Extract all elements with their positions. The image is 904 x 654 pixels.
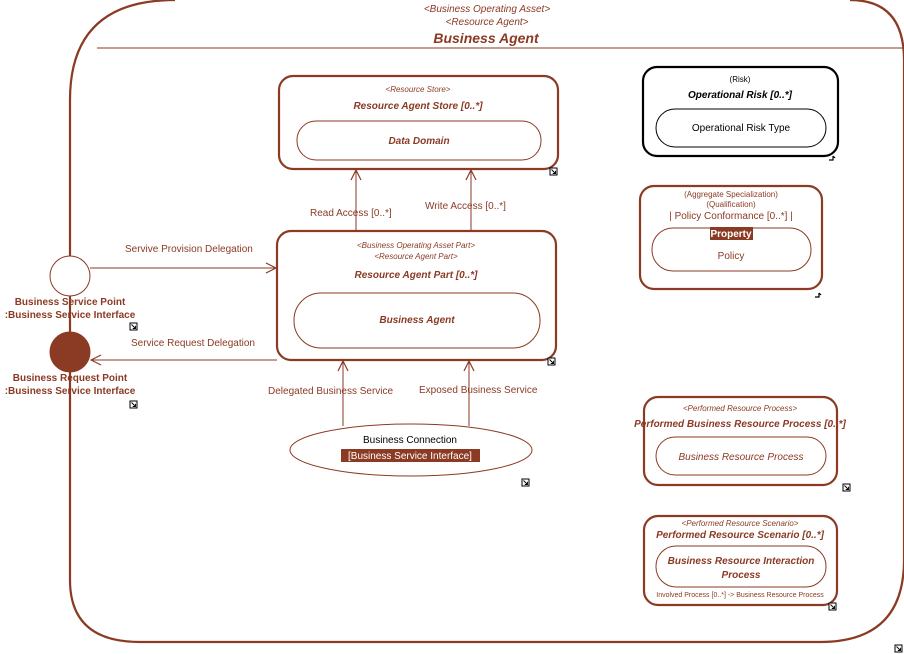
part-stereotype-1: <Business Operating Asset Part> [357, 241, 475, 250]
policy-stereotype-2: (Qualification) [706, 200, 756, 209]
connection-label: Business Connection [363, 435, 457, 446]
request-point-expand-icon[interactable] [129, 400, 138, 409]
policy-label: Policy [718, 251, 745, 262]
service-point-expand-icon[interactable] [129, 322, 138, 331]
policy-title: | Policy Conformance [0..*] | [669, 211, 793, 222]
business-agent-label: Business Agent [379, 315, 455, 326]
interaction-process-property[interactable] [655, 545, 827, 588]
store-expand-icon[interactable] [549, 167, 558, 176]
risk-title: Operational Risk [0..*] [688, 90, 793, 101]
property-badge-label: Property [710, 229, 752, 240]
operational-risk-type-property[interactable] [655, 108, 827, 148]
connection-type-label: [Business Service Interface] [348, 451, 472, 462]
policy-link-icon[interactable] [815, 292, 822, 298]
risk-link-icon[interactable] [829, 155, 836, 161]
container-stereotype-1: <Business Operating Asset> [424, 4, 551, 15]
process-stereotype: <Performed Resource Process> [683, 404, 798, 413]
service-request-label: Service Request Delegation [131, 338, 255, 349]
part-title: Resource Agent Part [0..*] [355, 270, 479, 281]
operational-risk-node[interactable]: (Risk) Operational Risk [0..*] Operation… [641, 65, 840, 161]
business-resource-process-label: Business Resource Process [678, 452, 803, 463]
delegated-service-label: Delegated Business Service [268, 386, 394, 397]
request-point-port[interactable] [49, 331, 91, 373]
service-point-port[interactable] [49, 255, 91, 297]
store-stereotype: <Resource Store> [386, 85, 451, 94]
property-badge [710, 227, 753, 240]
store-title: Resource Agent Store [0..*] [353, 101, 483, 112]
interaction-process-label-2: Process [722, 570, 761, 581]
resource-agent-part-node[interactable]: <Business Operating Asset Part> <Resourc… [275, 229, 558, 366]
connection-expand-icon[interactable] [521, 478, 530, 487]
data-domain-label: Data Domain [388, 136, 449, 147]
scenario-note: Involved Process [0..*] -> Business Reso… [656, 592, 824, 599]
business-service-point[interactable]: Business Service Point :Business Service… [5, 255, 138, 331]
request-point-label-2: :Business Service Interface [5, 386, 136, 397]
part-expand-icon[interactable] [547, 357, 556, 366]
edges: Read Access [0..*] Write Access [0..*] S… [90, 170, 538, 426]
data-domain-property[interactable] [296, 120, 542, 161]
policy-stereotype-1: (Aggregate Specialization) [684, 190, 778, 199]
scenario-expand-icon[interactable] [828, 602, 837, 611]
service-point-label-2: :Business Service Interface [5, 310, 136, 321]
resource-agent-store-node[interactable]: <Resource Store> Resource Agent Store [0… [277, 74, 560, 176]
service-point-label-1: Business Service Point [15, 297, 126, 308]
business-agent-property[interactable] [293, 292, 541, 349]
service-provision-label: Servive Provision Delegation [125, 244, 253, 255]
risk-stereotype: (Risk) [730, 75, 751, 84]
scenario-stereotype: <Performed Resource Scenario> [682, 519, 799, 528]
interaction-process-label-1: Business Resource Interaction [668, 556, 815, 567]
business-request-point[interactable]: Business Request Point :Business Service… [5, 331, 138, 409]
operational-risk-type-label: Operational Risk Type [692, 123, 791, 134]
performed-process-node[interactable]: <Performed Resource Process> Performed B… [634, 395, 851, 492]
read-access-label: Read Access [0..*] [310, 208, 392, 219]
container-title: Business Agent [433, 30, 540, 46]
container-expand-icon[interactable] [894, 644, 903, 653]
write-access-label: Write Access [0..*] [425, 201, 506, 212]
business-connection-node[interactable]: Business Connection [Business Service In… [289, 423, 533, 487]
part-stereotype-2: <Resource Agent Part> [374, 252, 458, 261]
process-title: Performed Business Resource Process [0..… [634, 419, 846, 430]
container-stereotype-2: <Resource Agent> [445, 17, 528, 28]
policy-conformance-node[interactable]: (Aggregate Specialization) (Qualificatio… [638, 184, 824, 298]
request-point-label-1: Business Request Point [13, 373, 128, 384]
performed-scenario-node[interactable]: <Performed Resource Scenario> Performed … [642, 514, 839, 611]
business-agent-container[interactable]: <Business Operating Asset> <Resource Age… [68, 0, 904, 653]
exposed-service-label: Exposed Business Service [419, 385, 538, 396]
scenario-title: Performed Resource Scenario [0..*] [656, 530, 825, 541]
process-expand-icon[interactable] [842, 483, 851, 492]
connection-type-badge [341, 449, 480, 462]
container-border [68, 0, 904, 644]
business-resource-process-property[interactable] [655, 436, 827, 476]
